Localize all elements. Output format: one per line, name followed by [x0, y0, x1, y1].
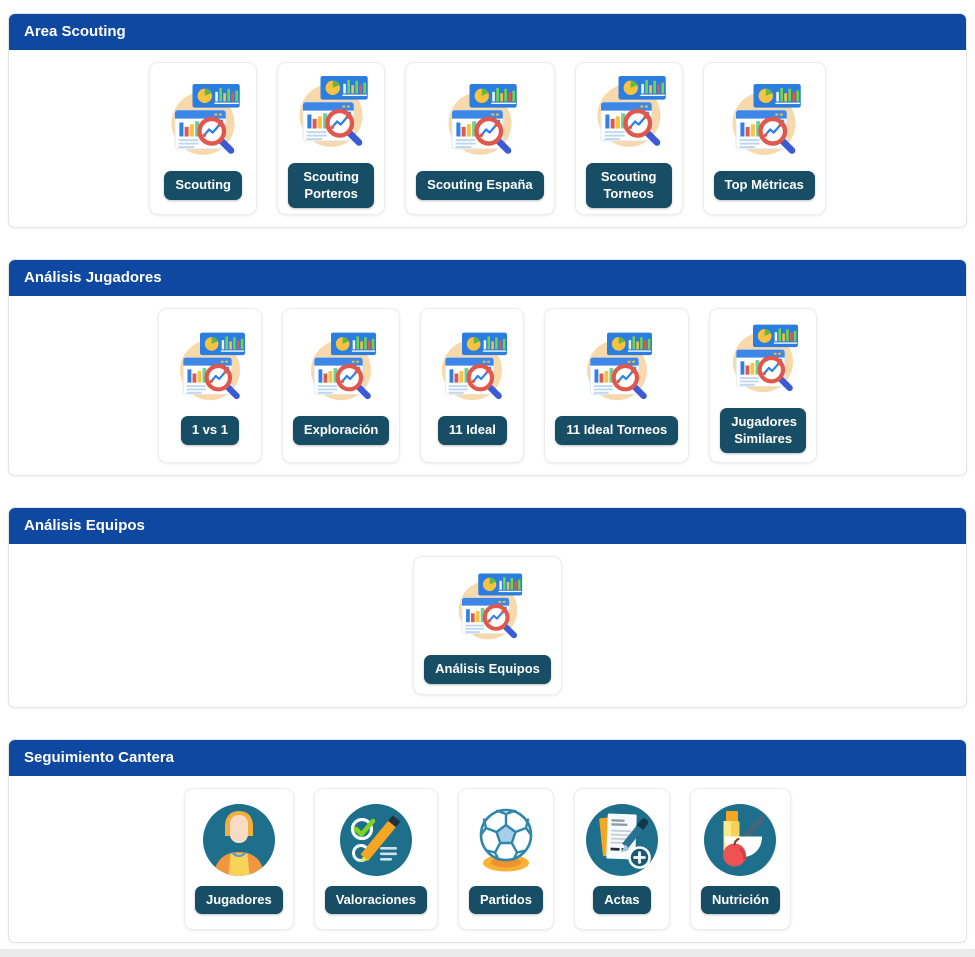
card-valoraciones[interactable]: Valoraciones [313, 788, 438, 930]
section-title: Seguimiento Cantera [24, 749, 175, 766]
scouting-button[interactable]: Scouting [164, 171, 242, 200]
section-seguimiento-cantera: Seguimiento Cantera Jugadores Valoracion… [8, 739, 967, 943]
valoraciones-button[interactable]: Valoraciones [324, 885, 427, 915]
scouting-analytics-icon [160, 77, 246, 161]
card-partidos[interactable]: Partidos [457, 788, 554, 930]
section-header: Análisis Equipos [9, 508, 966, 544]
scouting-analytics-icon [586, 69, 672, 153]
card-analisis-equipos[interactable]: Análisis Equipos [413, 556, 562, 695]
card-actas[interactable]: Actas [573, 788, 670, 930]
document-pen-plus-icon [586, 804, 658, 876]
section-title: Análisis Equipos [24, 517, 145, 534]
page-bottom-edge [0, 949, 975, 957]
partidos-button[interactable]: Partidos [468, 885, 543, 915]
section-title: Area Scouting [24, 23, 126, 40]
scouting-analytics-icon [431, 326, 513, 406]
1vs1-button[interactable]: 1 vs 1 [180, 416, 239, 445]
section-body: Scouting Scouting Porteros Scouting Espa… [9, 50, 966, 227]
section-header: Análisis Jugadores [9, 260, 966, 296]
card-nutricion[interactable]: Nutrición [689, 788, 792, 930]
scouting-analytics-icon [300, 326, 382, 406]
soccer-ball-icon [470, 804, 542, 876]
jugadores-similares-button[interactable]: Jugadores Similares [720, 407, 807, 454]
card-11-ideal[interactable]: 11 Ideal [420, 308, 525, 463]
nutricion-button[interactable]: Nutrición [700, 885, 781, 915]
section-analisis-jugadores: Análisis Jugadores 1 vs 1 Exploración 11… [8, 259, 967, 476]
section-body: Análisis Equipos [9, 544, 966, 707]
card-scouting-espana[interactable]: Scouting España [405, 62, 555, 215]
card-11-ideal-torneos[interactable]: 11 Ideal Torneos [544, 308, 690, 463]
actas-button[interactable]: Actas [593, 885, 651, 915]
scouting-analytics-icon [437, 77, 523, 161]
section-header: Area Scouting [9, 14, 966, 50]
jugadores-button[interactable]: Jugadores [194, 885, 283, 915]
card-scouting-porteros[interactable]: Scouting Porteros [277, 62, 386, 215]
card-1vs1[interactable]: 1 vs 1 [157, 308, 262, 463]
scouting-analytics-icon [288, 69, 374, 153]
scouting-analytics-icon [721, 77, 807, 161]
scouting-porteros-button[interactable]: Scouting Porteros [288, 162, 375, 209]
card-exploracion[interactable]: Exploración [281, 308, 401, 463]
checklist-pencil-icon [340, 804, 412, 876]
section-area-scouting: Area Scouting Scouting Scouting Porteros… [8, 13, 967, 228]
card-scouting[interactable]: Scouting [149, 62, 258, 215]
card-jugadores-similares[interactable]: Jugadores Similares [709, 308, 818, 463]
analisis-equipos-button[interactable]: Análisis Equipos [424, 655, 551, 684]
11-ideal-button[interactable]: 11 Ideal [437, 416, 507, 445]
nutrition-icon [704, 804, 776, 876]
player-avatar-icon [203, 804, 275, 876]
card-jugadores[interactable]: Jugadores [183, 788, 294, 930]
scouting-analytics-icon [576, 326, 658, 406]
scouting-analytics-icon [722, 318, 804, 398]
section-body: Jugadores Valoraciones Partidos Actas Nu… [9, 776, 966, 942]
scouting-analytics-icon [169, 326, 251, 406]
section-header: Seguimiento Cantera [9, 740, 966, 776]
scouting-espana-button[interactable]: Scouting España [416, 171, 544, 200]
top-metricas-button[interactable]: Top Métricas [713, 171, 815, 200]
section-body: 1 vs 1 Exploración 11 Ideal 11 Ideal Tor… [9, 296, 966, 475]
scouting-torneos-button[interactable]: Scouting Torneos [585, 162, 672, 209]
section-title: Análisis Jugadores [24, 269, 162, 286]
scouting-analytics-icon [448, 567, 528, 645]
section-analisis-equipos: Análisis Equipos Análisis Equipos [8, 507, 967, 708]
exploracion-button[interactable]: Exploración [292, 416, 390, 445]
card-scouting-torneos[interactable]: Scouting Torneos [574, 62, 683, 215]
card-top-metricas[interactable]: Top Métricas [702, 62, 826, 215]
11-ideal-torneos-button[interactable]: 11 Ideal Torneos [555, 416, 679, 445]
